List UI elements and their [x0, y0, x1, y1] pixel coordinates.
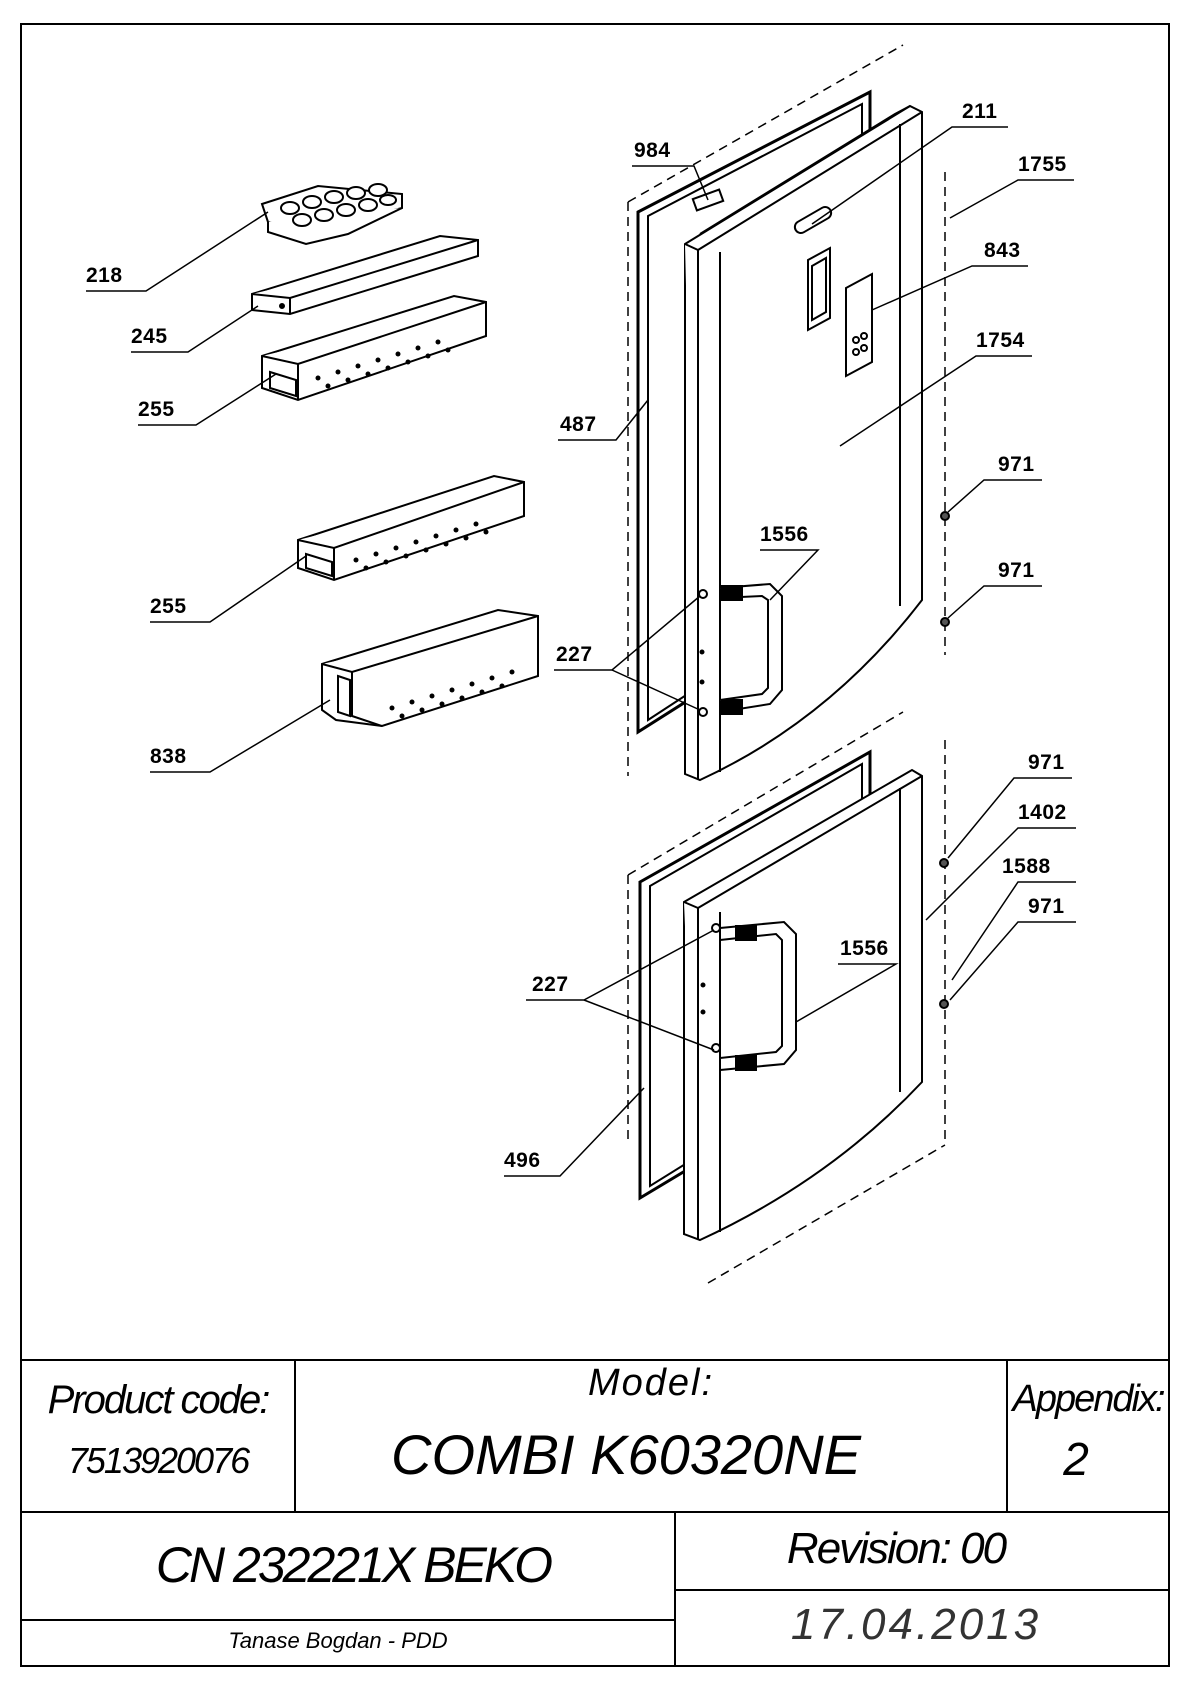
door-shelf-top: [261, 294, 487, 402]
leader-lines: [86, 126, 1076, 1177]
revision: Revision: 00: [786, 1524, 1007, 1573]
callout-227-upper: 227: [556, 643, 593, 666]
cn-code: CN 232221X BEKO: [155, 1537, 553, 1593]
callout-218: 218: [86, 264, 123, 287]
egg-tray: [260, 183, 403, 246]
callout-971-a: 971: [998, 453, 1035, 476]
callout-838: 838: [150, 745, 187, 768]
appendix-label: Appendix:: [1012, 1378, 1165, 1420]
upper-stoppers: [940, 511, 950, 627]
door-shelf-middle: [297, 474, 525, 582]
author: Tanase Bogdan - PDD: [228, 1628, 448, 1653]
callout-1754: 1754: [976, 329, 1025, 352]
callout-211: 211: [962, 100, 998, 123]
callout-487: 487: [560, 413, 597, 436]
upper-door-panel: [684, 104, 923, 782]
model-label: Model:: [587, 1362, 715, 1404]
alignment-lines: [627, 44, 946, 1284]
callout-1755: 1755: [1018, 153, 1067, 176]
lower-stoppers: [939, 858, 949, 1009]
model-value: COMBI K60320NE: [391, 1423, 861, 1486]
callout-245: 245: [131, 325, 168, 348]
callout-843: 843: [984, 239, 1021, 262]
callout-1402: 1402: [1018, 801, 1067, 824]
callout-971-d: 971: [1028, 895, 1065, 918]
product-code-value: 7513920076: [67, 1440, 250, 1481]
title-block-grid: [21, 1359, 1169, 1666]
callout-971-c: 971: [1028, 751, 1065, 774]
date: 17.04.2013: [790, 1600, 1042, 1649]
callout-496: 496: [504, 1149, 541, 1172]
sheet-border: [20, 23, 1170, 1667]
product-code-label: Product code:: [47, 1378, 271, 1422]
appendix-value: 2: [1063, 1433, 1089, 1485]
callout-1588: 1588: [1002, 855, 1051, 878]
callout-971-b: 971: [998, 559, 1035, 582]
lower-door-panel: [683, 768, 923, 1242]
callout-1556-lower: 1556: [840, 937, 889, 960]
callout-255-top: 255: [138, 398, 175, 421]
door-shelf-bottom: [321, 608, 539, 728]
callout-255-middle: 255: [150, 595, 187, 618]
callout-984: 984: [634, 139, 671, 162]
bottle-bar: [251, 234, 479, 316]
callout-1556-upper: 1556: [760, 523, 809, 546]
callout-227-lower: 227: [532, 973, 569, 996]
